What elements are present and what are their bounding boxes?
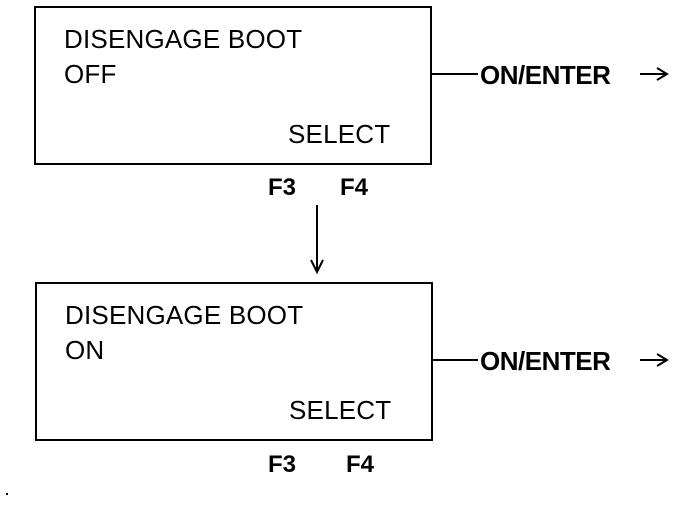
right-arrow-icon bbox=[640, 67, 669, 81]
screen-title: DISENGAGE BOOT bbox=[64, 24, 303, 54]
screen-status-value: ON bbox=[65, 335, 105, 365]
display-screen-boot-off: DISENGAGE BOOT OFF SELECT bbox=[34, 6, 432, 165]
screen-title: DISENGAGE BOOT bbox=[65, 300, 304, 330]
down-arrow-icon bbox=[310, 205, 324, 275]
right-arrow-icon bbox=[640, 353, 669, 367]
f4-key-label[interactable]: F4 bbox=[340, 174, 369, 201]
select-softkey-label: SELECT bbox=[289, 395, 392, 425]
display-screen-boot-on: DISENGAGE BOOT ON SELECT bbox=[35, 282, 433, 441]
stray-mark bbox=[6, 493, 8, 495]
on-enter-label: ON/ENTER bbox=[480, 346, 611, 376]
on-enter-label: ON/ENTER bbox=[480, 60, 611, 90]
f3-key-label[interactable]: F3 bbox=[268, 451, 297, 478]
select-softkey-label: SELECT bbox=[288, 119, 391, 149]
screen-status-value: OFF bbox=[64, 59, 117, 89]
f4-key-label[interactable]: F4 bbox=[346, 451, 375, 478]
f3-key-label[interactable]: F3 bbox=[268, 174, 297, 201]
